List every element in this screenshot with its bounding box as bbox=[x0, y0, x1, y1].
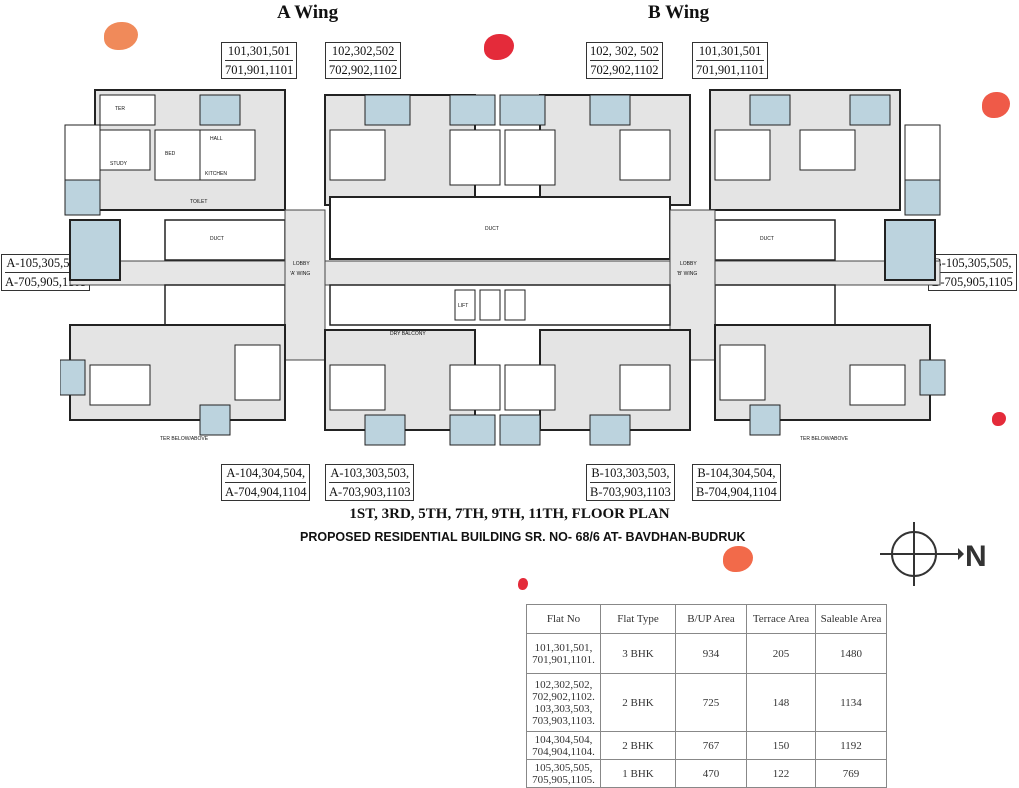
room-label-bed: BED bbox=[165, 151, 176, 157]
b-wing-title: B Wing bbox=[648, 2, 710, 23]
corridor bbox=[69, 260, 941, 286]
flat-b-101 bbox=[709, 89, 941, 216]
duct-a-lower bbox=[164, 284, 286, 331]
cell-flat: 104,304,504, 704,904,1104. bbox=[526, 731, 601, 760]
north-label: N bbox=[965, 540, 987, 573]
cell-bup: 470 bbox=[675, 759, 747, 788]
cell-terrace: 205 bbox=[746, 633, 816, 674]
cell-saleable: 1480 bbox=[815, 633, 887, 674]
flat-b-103 bbox=[499, 329, 691, 446]
table-row: 101,301,501, 701,901,1101. 3 BHK 934 205… bbox=[526, 633, 887, 674]
lobby-a bbox=[284, 209, 326, 361]
flat-numbers-b-bottom-left: B-103,303,503,B-703,903,1103 bbox=[586, 464, 675, 501]
lift-label: LIFT bbox=[458, 303, 468, 309]
decorative-petal bbox=[992, 412, 1006, 426]
header-flat-type: Flat Type bbox=[600, 604, 676, 634]
a-wing-title: A Wing bbox=[277, 2, 339, 23]
floor-plan-title: 1ST, 3RD, 5TH, 7TH, 9TH, 11TH, FLOOR PLA… bbox=[349, 506, 670, 522]
cell-terrace: 148 bbox=[746, 673, 816, 732]
cell-type: 3 BHK bbox=[600, 633, 676, 674]
wing-label-a: 'A' WING bbox=[290, 271, 310, 277]
flat-a-101 bbox=[64, 89, 286, 216]
room-label-study: STUDY bbox=[110, 161, 128, 167]
duct-label-a: DUCT bbox=[210, 236, 224, 242]
header-saleable-area: Saleable Area bbox=[815, 604, 887, 634]
room-label-ter: TER bbox=[115, 106, 125, 112]
cell-terrace: 150 bbox=[746, 731, 816, 760]
table-row: 105,305,505, 705,905,1105. 1 BHK 470 122… bbox=[526, 759, 887, 788]
cell-type: 1 BHK bbox=[600, 759, 676, 788]
ter-below-label-b: TER BELOW/ABOVE bbox=[800, 436, 849, 442]
flat-b-102 bbox=[499, 94, 691, 206]
cell-saleable: 769 bbox=[815, 759, 887, 788]
lobby-label-b: LOBBY bbox=[680, 261, 697, 267]
flat-a-102 bbox=[324, 94, 501, 206]
area-table: Flat No Flat Type B/UP Area Terrace Area… bbox=[526, 604, 887, 788]
cell-type: 2 BHK bbox=[600, 673, 676, 732]
decorative-petal bbox=[484, 34, 514, 60]
cell-flat: 105,305,505, 705,905,1105. bbox=[526, 759, 601, 788]
decorative-petal bbox=[518, 578, 528, 590]
decorative-petal bbox=[104, 22, 138, 50]
flat-b-105-terrace bbox=[884, 219, 936, 281]
flat-numbers-b-bottom-right: B-104,304,504,B-704,904,1104 bbox=[692, 464, 781, 501]
lift-1 bbox=[454, 289, 476, 321]
decorative-petal bbox=[723, 546, 753, 572]
dry-balcony-label: DRY BALCONY bbox=[390, 331, 426, 337]
cell-saleable: 1134 bbox=[815, 673, 887, 732]
flat-a-105-terrace bbox=[69, 219, 121, 281]
project-title: PROPOSED RESIDENTIAL BUILDING SR. NO- 68… bbox=[300, 530, 746, 544]
table-row: 104,304,504, 704,904,1104. 2 BHK 767 150… bbox=[526, 731, 887, 760]
duct-b-lower bbox=[714, 284, 836, 331]
flat-numbers-b-side: B-105,305,505,B-705,905,1105 bbox=[928, 254, 1017, 291]
room-label-kitchen: KITCHEN bbox=[205, 171, 227, 177]
cell-flat: 102,302,502, 702,902,1102. 103,303,503, … bbox=[526, 673, 601, 732]
lift-3 bbox=[504, 289, 526, 321]
room-label-toilet: TOILET bbox=[190, 199, 207, 205]
cell-bup: 767 bbox=[675, 731, 747, 760]
duct-a-upper bbox=[164, 219, 286, 261]
flat-numbers-a-bottom-left: A-104,304,504,A-704,904,1104 bbox=[221, 464, 311, 501]
north-compass-icon: N bbox=[880, 522, 987, 586]
header-terrace-area: Terrace Area bbox=[746, 604, 816, 634]
table-row: 102,302,502, 702,902,1102. 103,303,503, … bbox=[526, 673, 887, 732]
cell-bup: 934 bbox=[675, 633, 747, 674]
cell-bup: 725 bbox=[675, 673, 747, 732]
duct-label-central: DUCT bbox=[485, 226, 499, 232]
duct-b-upper bbox=[714, 219, 836, 261]
floor-plan-drawing: TER HALL BED STUDY KITCHEN TOILET DUCT D… bbox=[60, 89, 946, 446]
central-duct bbox=[329, 196, 671, 260]
flat-numbers-a-bottom-right: A-103,303,503,A-703,903,1103 bbox=[325, 464, 415, 501]
flat-a-104 bbox=[60, 324, 286, 436]
flat-b-104 bbox=[714, 324, 946, 436]
lobby-label-a: LOBBY bbox=[293, 261, 310, 267]
decorative-petal bbox=[982, 92, 1010, 118]
lift-2 bbox=[479, 289, 501, 321]
cell-terrace: 122 bbox=[746, 759, 816, 788]
header-bup-area: B/UP Area bbox=[675, 604, 747, 634]
header-flat-no: Flat No bbox=[526, 604, 601, 634]
ter-below-label-a: TER BELOW/ABOVE bbox=[160, 436, 209, 442]
room-label-hall: HALL bbox=[210, 136, 223, 142]
cell-type: 2 BHK bbox=[600, 731, 676, 760]
duct-label-b: DUCT bbox=[760, 236, 774, 242]
wing-label-b: 'B' WING bbox=[677, 271, 697, 277]
cell-saleable: 1192 bbox=[815, 731, 887, 760]
flat-a-103 bbox=[324, 329, 501, 446]
cell-flat: 101,301,501, 701,901,1101. bbox=[526, 633, 601, 674]
